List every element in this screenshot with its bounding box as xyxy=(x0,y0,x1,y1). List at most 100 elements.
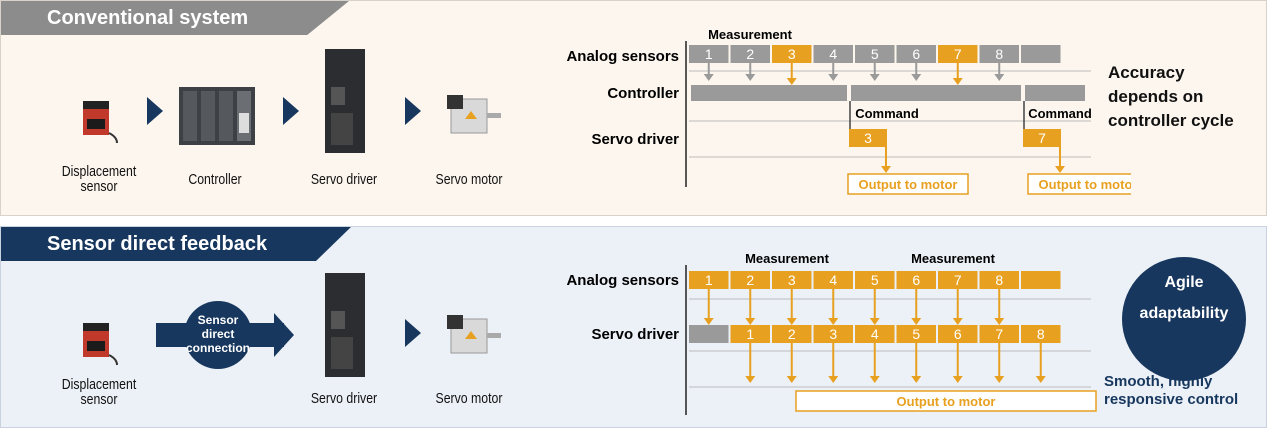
output-box xyxy=(847,173,969,195)
accuracy-note-line: Accuracy xyxy=(1108,63,1185,82)
servo-driver-icon xyxy=(325,49,365,153)
output-arrow-head xyxy=(881,166,891,173)
driver-cell xyxy=(730,325,770,343)
sensor-cell-label: 7 xyxy=(954,272,962,288)
sensor-cell xyxy=(730,271,770,289)
sample-arrow-head xyxy=(703,318,714,325)
driver-cell-label: 5 xyxy=(912,326,920,342)
flow-arrow-icon xyxy=(405,319,421,347)
servo-driver-label: Servo driver xyxy=(310,171,378,188)
sensor-cell-label: 6 xyxy=(912,272,920,288)
sensor-cell xyxy=(938,271,978,289)
flow-arrow-icon xyxy=(283,97,299,125)
sensor-cell xyxy=(938,45,978,63)
controller-label: Controller xyxy=(188,171,242,188)
agile-badge-line: Agile xyxy=(1164,274,1204,291)
displacement-sensor-icon xyxy=(83,101,118,144)
measurement-label: Measurement xyxy=(708,27,792,42)
driver-cell xyxy=(938,325,978,343)
controller-cycle-bar xyxy=(691,85,847,101)
sample-arrow-head xyxy=(869,318,880,325)
conventional-system-title: Conventional system xyxy=(1,1,349,35)
sensor-cell xyxy=(855,45,895,63)
sample-arrow-head xyxy=(994,318,1005,325)
sensor-cell-label: 8 xyxy=(995,46,1003,62)
flow-arrow-icon xyxy=(405,97,421,125)
sensor-cell xyxy=(979,271,1019,289)
sensor-cell-label: 2 xyxy=(746,46,754,62)
servo-driver-label: Servo driver xyxy=(310,390,378,407)
sensor-cell-label: 2 xyxy=(746,272,754,288)
driver-cell-label: 2 xyxy=(788,326,796,342)
sensor-cell xyxy=(896,271,936,289)
displacement-sensor-label: Displacement sensor xyxy=(61,376,137,408)
output-arrow-head xyxy=(994,376,1005,383)
sensor-direct-feedback-panel: Sensor direct feedback Sensor direct con… xyxy=(0,226,1267,428)
sensor-cell xyxy=(772,271,812,289)
servo-motor-icon xyxy=(447,95,501,134)
servo-driver-icon xyxy=(325,273,365,377)
command-label: Command xyxy=(855,106,919,121)
controller-cycle-bar xyxy=(1025,85,1085,101)
controller-icon xyxy=(179,87,255,145)
sensor-cell xyxy=(689,45,729,63)
controller-row-label: Controller xyxy=(607,85,679,102)
sample-arrow-head xyxy=(952,78,963,85)
sample-arrow-head xyxy=(911,318,922,325)
controller-cycle-bar xyxy=(851,85,1021,101)
driver-cell xyxy=(979,325,1019,343)
sample-arrow-head xyxy=(745,74,756,81)
analog-sensors-row-label: Analog sensors xyxy=(566,272,679,289)
driver-cell xyxy=(1021,325,1061,343)
output-arrow-head xyxy=(828,376,839,383)
sensor-direct-connection-label: Sensor direct connection xyxy=(178,313,258,355)
sensor-cell xyxy=(979,45,1019,63)
sensor-cell xyxy=(813,271,853,289)
smooth-note-line: responsive control xyxy=(1104,391,1239,408)
driver-cell xyxy=(855,325,895,343)
sensor-cell xyxy=(1021,45,1061,63)
sample-arrow-head xyxy=(745,318,756,325)
output-box xyxy=(795,390,1097,412)
analog-sensors-row-label: Analog sensors xyxy=(566,48,679,65)
output-box-label: Output to motor xyxy=(859,177,958,192)
driver-cell xyxy=(689,325,729,343)
driver-cell-label: 8 xyxy=(1037,326,1045,342)
accuracy-note: Accuracy depends on controller cycle xyxy=(1108,61,1234,133)
sensor-direct-connection-icon xyxy=(156,301,294,369)
accuracy-note-line: controller cycle xyxy=(1108,111,1234,130)
sample-arrow-head xyxy=(994,74,1005,81)
sample-arrow-head xyxy=(869,74,880,81)
agile-adaptability-badge xyxy=(1122,257,1246,381)
driver-cell xyxy=(813,325,853,343)
driver-cell-label: 7 xyxy=(995,326,1003,342)
sensor-cell-label: 5 xyxy=(871,272,879,288)
sensor-cell-label: 7 xyxy=(954,46,962,62)
flow-arrow-icon xyxy=(147,97,163,125)
driver-cell-label: 6 xyxy=(954,326,962,342)
sensor-cell-label: 8 xyxy=(995,272,1003,288)
smooth-note-line: Smooth, highly xyxy=(1104,373,1213,390)
sensor-direct-feedback-title: Sensor direct feedback xyxy=(1,227,351,261)
command-label: Command xyxy=(1028,106,1092,121)
driver-cell-label: 4 xyxy=(871,326,879,342)
sensor-cell-label: 5 xyxy=(871,46,879,62)
output-box-label: Output to motor xyxy=(1039,177,1131,192)
driver-cell-label: 1 xyxy=(746,326,754,342)
sensor-cell xyxy=(813,45,853,63)
output-box xyxy=(1027,173,1131,195)
sample-arrow-head xyxy=(786,78,797,85)
driver-cell xyxy=(849,129,887,147)
sample-arrow-head xyxy=(952,318,963,325)
connection-label-line: direct xyxy=(201,327,235,341)
driver-cell-label: 3 xyxy=(829,326,837,342)
output-arrow-head xyxy=(1035,376,1046,383)
measurement-label: Measurement xyxy=(911,251,995,266)
output-arrow-head xyxy=(911,376,922,383)
sensor-cell-label: 4 xyxy=(829,272,837,288)
sensor-cell xyxy=(896,45,936,63)
driver-cell xyxy=(772,325,812,343)
sample-arrow-head xyxy=(828,318,839,325)
sensor-cell-label: 3 xyxy=(788,272,796,288)
